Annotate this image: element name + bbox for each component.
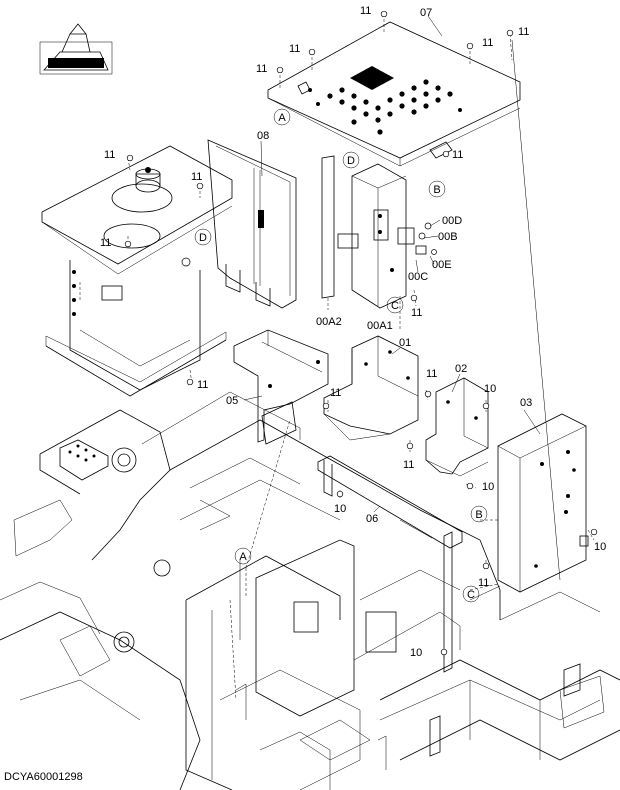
ref-circle-D-mid: D (342, 151, 360, 169)
ref-label: C (467, 589, 475, 601)
frame-bar-06 (317, 455, 463, 673)
label-11: 11 (426, 368, 437, 380)
label-11: 11 (411, 307, 422, 319)
label-10: 10 (484, 383, 496, 395)
label-08: 08 (257, 130, 269, 142)
ref-circle-A-top: A (273, 108, 291, 126)
ref-circle-C-bottom: C (462, 585, 480, 603)
label-01: 01 (399, 337, 411, 349)
label-00A2: 00A2 (316, 316, 342, 328)
ref-circle-C-top: C (386, 296, 404, 314)
label-11: 11 (100, 237, 111, 249)
ref-label: A (239, 551, 247, 563)
label-00C: 00C (408, 271, 428, 283)
label-11: 11 (289, 43, 300, 55)
label-00D: 00D (442, 215, 462, 227)
orientation-machine-icon (39, 23, 113, 75)
ref-label: C (391, 300, 399, 312)
label-11: 11 (197, 379, 208, 391)
ref-label: D (199, 232, 207, 244)
label-10: 10 (482, 481, 494, 493)
label-00A1: 00A1 (367, 320, 393, 332)
label-11: 11 (478, 577, 489, 589)
rod-00A2 (321, 155, 335, 310)
ref-label: D (347, 155, 355, 167)
label-10: 10 (594, 541, 606, 553)
label-11: 11 (452, 149, 463, 161)
ref-label: A (278, 112, 286, 124)
label-10: 10 (410, 647, 422, 659)
leader-lines (243, 15, 541, 513)
label-11: 11 (256, 63, 267, 75)
label-11: 11 (330, 387, 341, 399)
drawing-code: DCYA60001298 (4, 771, 83, 783)
label-00B: 00B (438, 231, 458, 243)
label-11: 11 (191, 171, 202, 183)
label-00E: 00E (432, 259, 452, 271)
ref-label: B (433, 184, 440, 196)
label-11: 11 (403, 459, 414, 471)
panel-02 (425, 377, 489, 477)
side-panel-03 (497, 413, 589, 593)
tank-top-plate (41, 145, 233, 275)
ref-circle-B-bottom: B (470, 505, 488, 523)
small-fittings (415, 222, 437, 255)
label-10: 10 (334, 503, 346, 515)
bolt-markers (124, 10, 598, 656)
label-05: 05 (226, 395, 238, 407)
panel-08 (207, 139, 297, 309)
panel-01 (323, 335, 419, 441)
panel-05 (233, 329, 329, 445)
label-03: 03 (520, 397, 532, 409)
label-02: 02 (455, 363, 467, 375)
ref-label: B (475, 509, 482, 521)
label-11: 11 (482, 37, 493, 49)
tank-body (45, 257, 227, 397)
ref-circle-D-left: D (194, 228, 212, 246)
top-cover-plate-07 (267, 21, 521, 167)
bracket-00A1 (337, 163, 415, 309)
main-frame (0, 391, 620, 790)
label-06: 06 (366, 513, 378, 525)
ref-circle-B-top: B (428, 180, 446, 198)
label-07: 07 (420, 7, 432, 19)
label-11: 11 (518, 26, 529, 38)
label-11: 11 (360, 5, 371, 17)
label-11: 11 (104, 149, 115, 161)
ref-circle-A-bottom: A (234, 547, 252, 565)
